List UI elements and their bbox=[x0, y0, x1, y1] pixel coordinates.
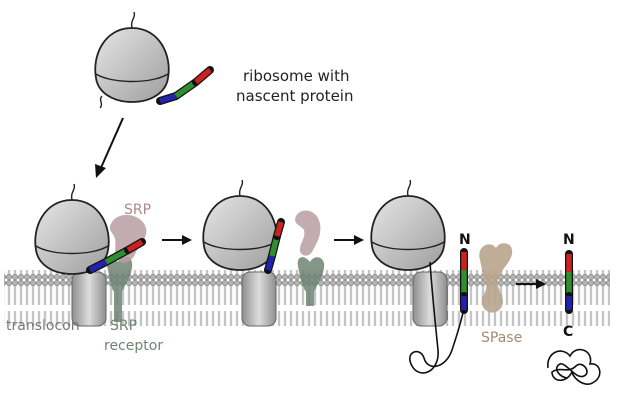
ribosome-stage-2 bbox=[202, 179, 278, 271]
polypeptide-chain-stage-3 bbox=[409, 261, 465, 374]
arrow-icon bbox=[95, 117, 124, 178]
nascent-peptide-stage-2 bbox=[264, 218, 285, 274]
translocon-2 bbox=[241, 271, 277, 327]
arrow-step-3 bbox=[516, 279, 546, 289]
label-srp-receptor-line1: SRP bbox=[110, 318, 137, 334]
label-srp: SRP bbox=[124, 202, 151, 218]
spase-icon bbox=[479, 243, 513, 313]
label-translocon: translocon bbox=[6, 318, 80, 334]
label-ribosome-line2: nascent protein bbox=[236, 87, 353, 105]
label-srp-receptor-line2: receptor bbox=[104, 338, 163, 354]
label-spase: SPase bbox=[481, 330, 522, 346]
arrow-step-1 bbox=[162, 235, 192, 245]
srp-receptor-stage-2 bbox=[297, 257, 325, 306]
srp-receptor-stage-1 bbox=[106, 256, 133, 322]
nascent-peptide-stage-1 bbox=[86, 238, 146, 274]
label-n-terminus-2: N bbox=[563, 232, 575, 248]
label-ribosome-line1: ribosome with bbox=[243, 67, 349, 85]
ribosome-icon bbox=[94, 11, 170, 109]
folded-protein-icon bbox=[547, 348, 601, 385]
translocon-3 bbox=[412, 271, 448, 327]
ribosome-stage-1 bbox=[34, 183, 110, 275]
ribosome-stage-3 bbox=[370, 179, 446, 271]
label-n-terminus-1: N bbox=[459, 232, 471, 248]
nascent-peptide-top bbox=[156, 66, 214, 105]
label-c-terminus: C bbox=[563, 324, 573, 340]
srp-stage-2 bbox=[295, 210, 321, 256]
arrow-step-2 bbox=[334, 235, 364, 245]
